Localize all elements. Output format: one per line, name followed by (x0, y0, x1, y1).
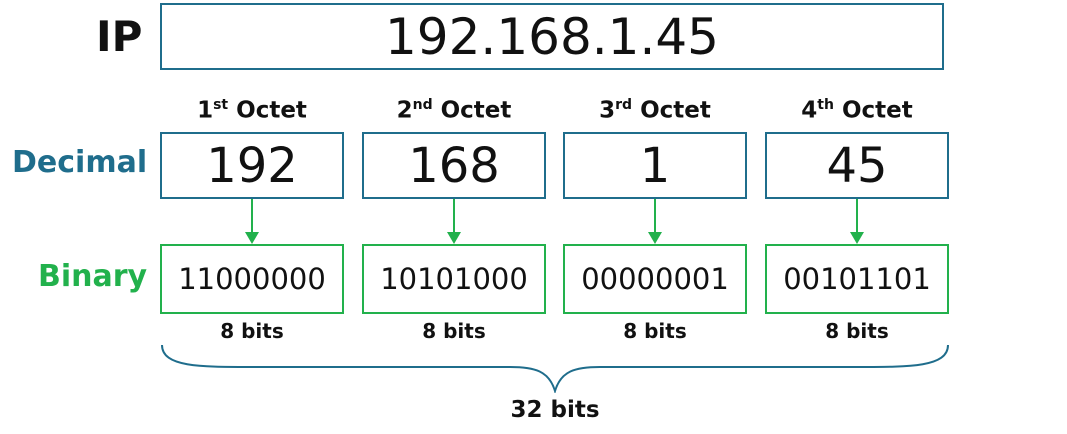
octet-ordinal-suffix: st (213, 97, 229, 113)
decimal-box-4: 45 (765, 132, 949, 199)
octet-ordinal-number: 4 (801, 97, 818, 124)
octet-column-3: 3rd Octet 1 00000001 8 bits (563, 0, 747, 434)
binary-row-label: Binary (38, 259, 148, 294)
binary-box-4: 00101101 (765, 244, 949, 314)
bits-label-4: 8 bits (825, 319, 889, 343)
binary-value: 10101000 (380, 262, 528, 296)
binary-box-3: 00000001 (563, 244, 747, 314)
binary-box-2: 10101000 (362, 244, 546, 314)
octet-title-4: 4th Octet (765, 97, 949, 124)
octet-ordinal-number: 1 (197, 97, 214, 124)
bits-label-3: 8 bits (623, 319, 687, 343)
ip-address-value: 192.168.1.45 (385, 7, 719, 66)
decimal-value: 45 (826, 137, 888, 194)
octet-title-3: 3rd Octet (563, 97, 747, 124)
binary-value: 00101101 (783, 262, 931, 296)
decimal-box-1: 192 (160, 132, 344, 199)
octet-ordinal-number: 2 (396, 97, 413, 124)
octet-column-1: 1st Octet 192 11000000 8 bits (160, 0, 344, 434)
decimal-row-label: Decimal (12, 145, 148, 180)
binary-box-1: 11000000 (160, 244, 344, 314)
arrow-down-icon (245, 199, 259, 244)
ip-label: IP (96, 12, 143, 61)
decimal-box-3: 1 (563, 132, 747, 199)
bits-label-1: 8 bits (220, 319, 284, 343)
total-bits-label: 32 bits (510, 397, 600, 423)
ip-address-box: 192.168.1.45 (160, 3, 944, 70)
octet-ordinal-suffix: th (817, 97, 834, 113)
octet-ordinal-suffix: nd (412, 97, 433, 113)
octet-ordinal-number: 3 (599, 97, 616, 124)
octet-title-2: 2nd Octet (362, 97, 546, 124)
binary-value: 00000001 (581, 262, 729, 296)
binary-value: 11000000 (178, 262, 326, 296)
decimal-value: 168 (408, 137, 500, 194)
bits-label-2: 8 bits (422, 319, 486, 343)
decimal-value: 192 (206, 137, 298, 194)
octet-column-2: 2nd Octet 168 10101000 8 bits (362, 0, 546, 434)
octet-column-4: 4th Octet 45 00101101 8 bits (765, 0, 949, 434)
arrow-down-icon (850, 199, 864, 244)
decimal-value: 1 (639, 137, 671, 194)
octet-title-1: 1st Octet (160, 97, 344, 124)
octet-word: Octet (440, 97, 512, 124)
curly-brace-icon (161, 344, 949, 393)
octet-word: Octet (841, 97, 913, 124)
arrow-down-icon (447, 199, 461, 244)
decimal-box-2: 168 (362, 132, 546, 199)
octet-ordinal-suffix: rd (615, 97, 633, 113)
octet-word: Octet (236, 97, 307, 124)
arrow-down-icon (648, 199, 662, 244)
octet-word: Octet (640, 97, 711, 124)
